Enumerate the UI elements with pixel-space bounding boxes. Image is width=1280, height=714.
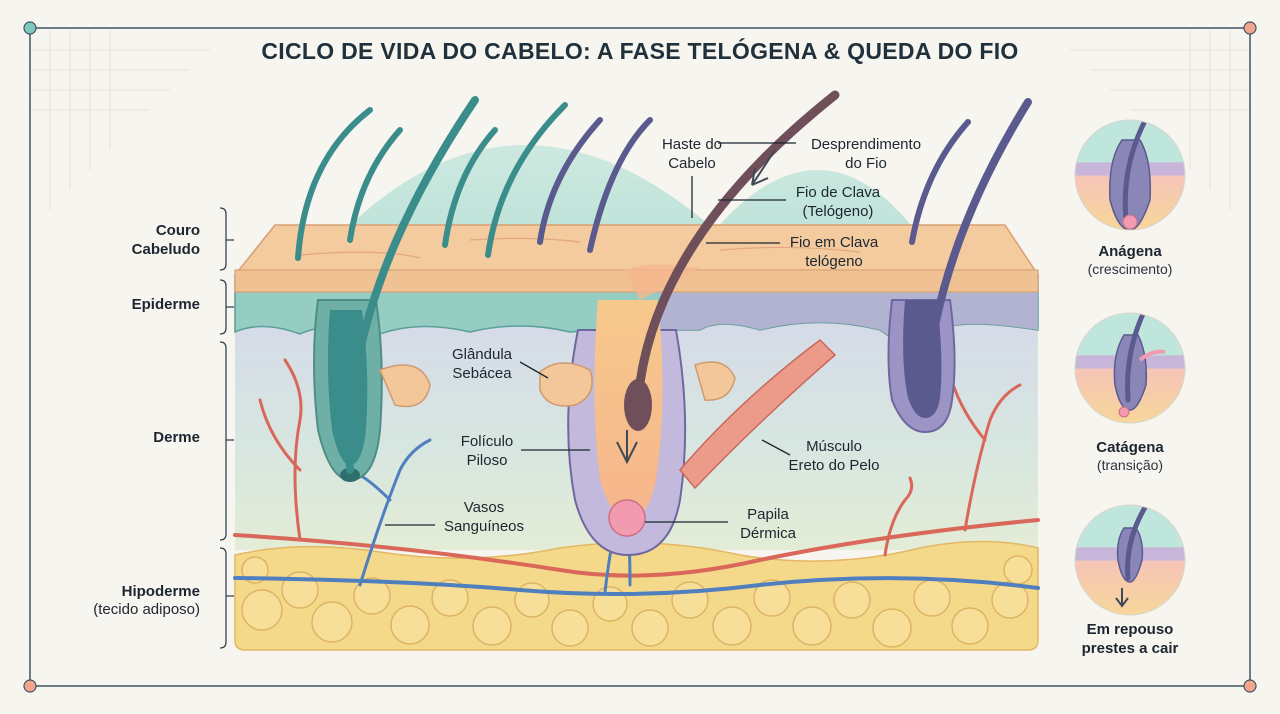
frame-corner-node [1243,679,1257,693]
layer-labels: Couro Cabeludo Epiderme Derme Hipoderme … [93,222,200,618]
phase-name-telogen-2: prestes a cair [1082,640,1179,657]
label-clava-2: (Telógeno) [803,203,874,220]
label-desprend-1: Desprendimento [811,136,921,153]
label-haste-1: Haste do [662,136,722,153]
phase-desc-anagen: (crescimento) [1088,261,1173,277]
label-papila-2: Dérmica [740,525,796,542]
label-vasos-1: Vasos [464,499,505,516]
label-musculo-1: Músculo [806,438,862,455]
label-foliculo-2: Piloso [467,452,508,469]
label-glandula-1: Glândula [452,346,513,363]
hair-shafts [295,90,1032,474]
leader-lines [385,142,796,526]
frame-corner-node [23,679,37,693]
label-haste-2: Cabelo [668,155,716,172]
arrector-muscle [679,339,837,490]
shed-arrow [751,149,776,186]
background-dome [345,145,915,230]
label-foliculo-1: Folículo [461,433,514,450]
outer-frame [29,27,1251,687]
label-derme: Derme [153,429,200,446]
dermal-papilla [608,499,646,537]
phase-catagen: Catágena (transição) [1074,312,1186,473]
label-papila-1: Papila [747,506,789,523]
phase-name-telogen-1: Em repouso [1087,621,1174,638]
label-clava2-1: Fio em Clava [790,234,879,251]
phase-name-anagen: Anágena [1098,243,1162,260]
phase-anagen: Anágena (crescimento) [1074,119,1186,277]
label-musculo-2: Ereto do Pelo [789,457,880,474]
label-epiderme: Epiderme [132,296,200,313]
frame-corner-node [1243,21,1257,35]
structure-labels: Haste do Cabelo Desprendimento do Fio Fi… [444,136,921,542]
phase-desc-catagen: (transição) [1097,457,1163,473]
phase-telogen: Em repouso prestes a cair [1074,504,1186,657]
label-vasos-2: Sanguíneos [444,518,524,535]
label-glandula-2: Sebácea [452,365,512,382]
label-hipoderme: Hipoderme [122,583,200,600]
layer-brackets [219,207,234,649]
club-hair-bulb [624,379,652,431]
label-clava2-2: telógeno [805,253,863,270]
frame-corner-node [23,21,37,35]
page-title: CICLO DE VIDA DO CABELO: A FASE TELÓGENA… [261,37,1018,64]
label-clava-1: Fio de Clava [796,184,881,201]
label-tecido-adiposo: (tecido adiposo) [93,601,200,618]
label-desprend-2: do Fio [845,155,887,172]
label-couro: Couro [156,222,200,239]
background-grid [30,30,1250,210]
follicle-right [887,299,956,434]
label-cabeludo: Cabeludo [132,241,200,258]
phase-name-catagen: Catágena [1096,439,1164,456]
blood-vessels [233,358,1040,596]
